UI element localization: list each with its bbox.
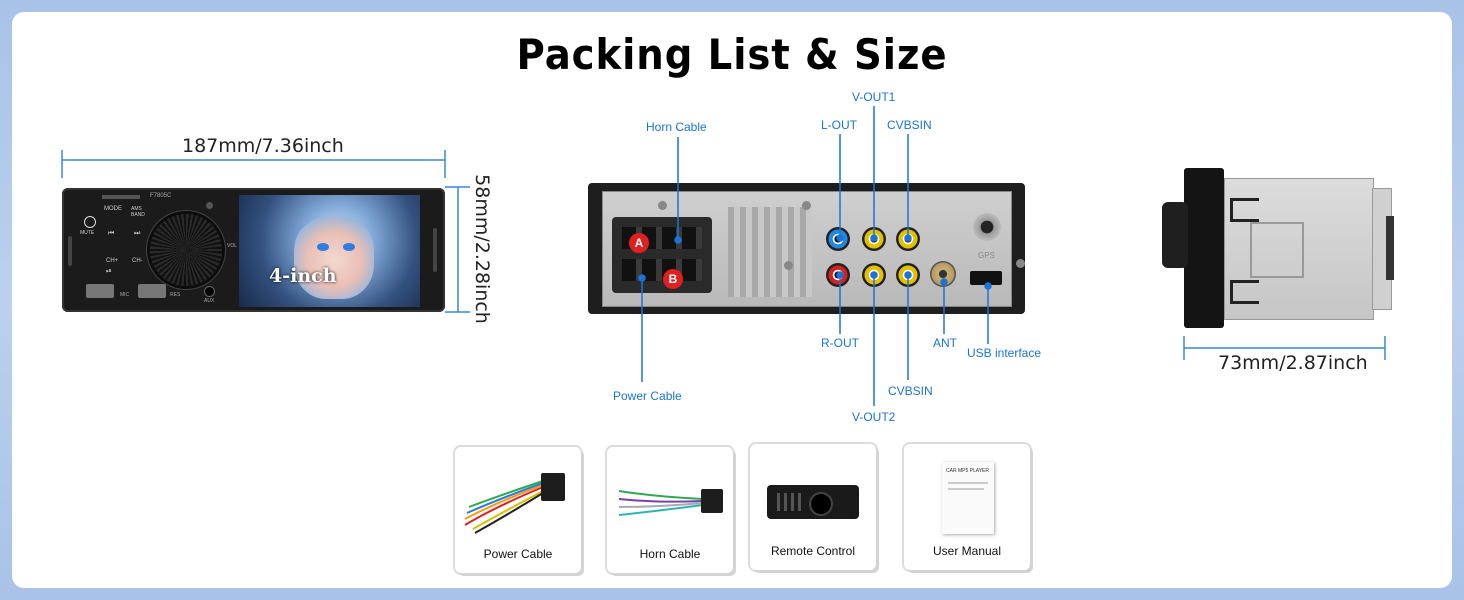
- accessory-power-cable: Power Cable: [455, 447, 581, 573]
- manual-cover-title: CAR MP5 PLAYER: [946, 468, 989, 474]
- power-icon[interactable]: [84, 216, 96, 228]
- screw: [1016, 259, 1025, 268]
- next-icon[interactable]: ⏭: [134, 230, 141, 237]
- side-depth-dimension: 73mm/2.87inch: [1218, 352, 1368, 374]
- connector-a-badge: A: [629, 233, 649, 253]
- side-bracket-1: [1230, 198, 1259, 222]
- head-unit-rear: A B GPS: [588, 183, 1025, 314]
- rca-v-out1: [862, 227, 886, 251]
- horn-cable-icon: [618, 489, 723, 516]
- ams-band-button[interactable]: AMS BAND: [131, 206, 145, 218]
- aux-port: [204, 286, 215, 297]
- usb-port-2: [138, 284, 166, 298]
- vol-label: VOL: [227, 243, 238, 249]
- side-faceplate: [1184, 168, 1224, 328]
- screen-size-badge: 4-inch: [269, 265, 337, 287]
- screw: [784, 261, 793, 270]
- screw: [658, 201, 667, 210]
- side-knob: [1162, 202, 1188, 268]
- prev-icon[interactable]: ⏮: [108, 230, 115, 237]
- accessory-label: Horn Cable: [639, 547, 701, 561]
- play-pause-icon[interactable]: ⏯: [106, 268, 112, 275]
- vent-grille: [728, 207, 812, 297]
- screen-face-illustration: [294, 213, 374, 299]
- gps-label: GPS: [978, 251, 995, 260]
- ch-plus-button[interactable]: CH+: [106, 258, 119, 264]
- display-screen: 4-inch: [239, 195, 420, 307]
- label-cvbsin-top: CVBSIN: [887, 118, 932, 132]
- mic-label: MIC: [120, 292, 130, 298]
- aux-label: AUX: [204, 298, 215, 304]
- label-v-out2: V-OUT2: [852, 410, 896, 424]
- remote-control-icon: [767, 485, 859, 519]
- res-label: RES: [170, 292, 181, 298]
- label-horn-cable: Horn Cable: [646, 120, 707, 134]
- side-chassis: [1224, 178, 1374, 320]
- connector-b-badge: B: [663, 269, 683, 289]
- label-ant: ANT: [933, 336, 957, 350]
- label-l-out: L-OUT: [821, 118, 857, 132]
- ir-sensor: [206, 202, 213, 209]
- power-cable-icon: [464, 473, 565, 534]
- accessory-horn-cable: Horn Cable: [607, 447, 733, 573]
- side-bracket-2: [1230, 280, 1259, 304]
- accessory-label: Remote Control: [770, 544, 856, 558]
- side-rear-connector: [1386, 216, 1394, 280]
- model-number: F7805C: [150, 193, 172, 199]
- accessory-label: Power Cable: [483, 547, 553, 561]
- page-title: Packing List & Size: [516, 30, 948, 79]
- gps-port: [973, 213, 1001, 241]
- usb-port-rear: [970, 271, 1002, 285]
- side-slot-left: [68, 236, 72, 266]
- label-v-out1: V-OUT1: [852, 90, 896, 104]
- side-inner-frame: [1250, 222, 1304, 278]
- volume-knob[interactable]: [150, 214, 222, 286]
- accessory-remote-control: Remote Control: [750, 444, 876, 570]
- user-manual-icon: CAR MP5 PLAYER: [942, 462, 994, 534]
- label-usb-interface: USB interface: [967, 346, 1042, 360]
- label-cvbsin-bottom: CVBSIN: [888, 384, 933, 398]
- rca-cvbsin-bottom: [896, 263, 920, 287]
- mode-button[interactable]: MODE: [104, 206, 122, 212]
- antenna-jack: [930, 261, 956, 287]
- sd-card-slot: [102, 195, 140, 199]
- rca-r-out: [826, 263, 850, 287]
- accessory-label: User Manual: [932, 544, 1002, 558]
- rca-cvbsin-top: [896, 227, 920, 251]
- ch-minus-button[interactable]: CH-: [132, 258, 143, 264]
- side-slot-right: [433, 228, 437, 272]
- front-width-dimension: 187mm/7.36inch: [182, 135, 344, 157]
- rca-v-out2: [862, 263, 886, 287]
- usb-port-1: [86, 284, 114, 298]
- label-r-out: R-OUT: [821, 336, 859, 350]
- head-unit-front: 4-inch F7805C VOL MODE AMS BAND MUTE ⏮ ⏭…: [62, 188, 445, 312]
- iso-connector: [612, 217, 712, 293]
- screw: [802, 201, 811, 210]
- eye-left: [317, 243, 329, 251]
- head-unit-side: [1160, 168, 1400, 328]
- label-power-cable: Power Cable: [613, 389, 682, 403]
- accessory-user-manual: CAR MP5 PLAYER User Manual: [904, 444, 1030, 570]
- eye-right: [343, 243, 355, 251]
- mute-label: MUTE: [80, 230, 95, 236]
- front-height-dimension: 58mm/2.28inch: [471, 174, 493, 324]
- rca-l-out: [826, 227, 850, 251]
